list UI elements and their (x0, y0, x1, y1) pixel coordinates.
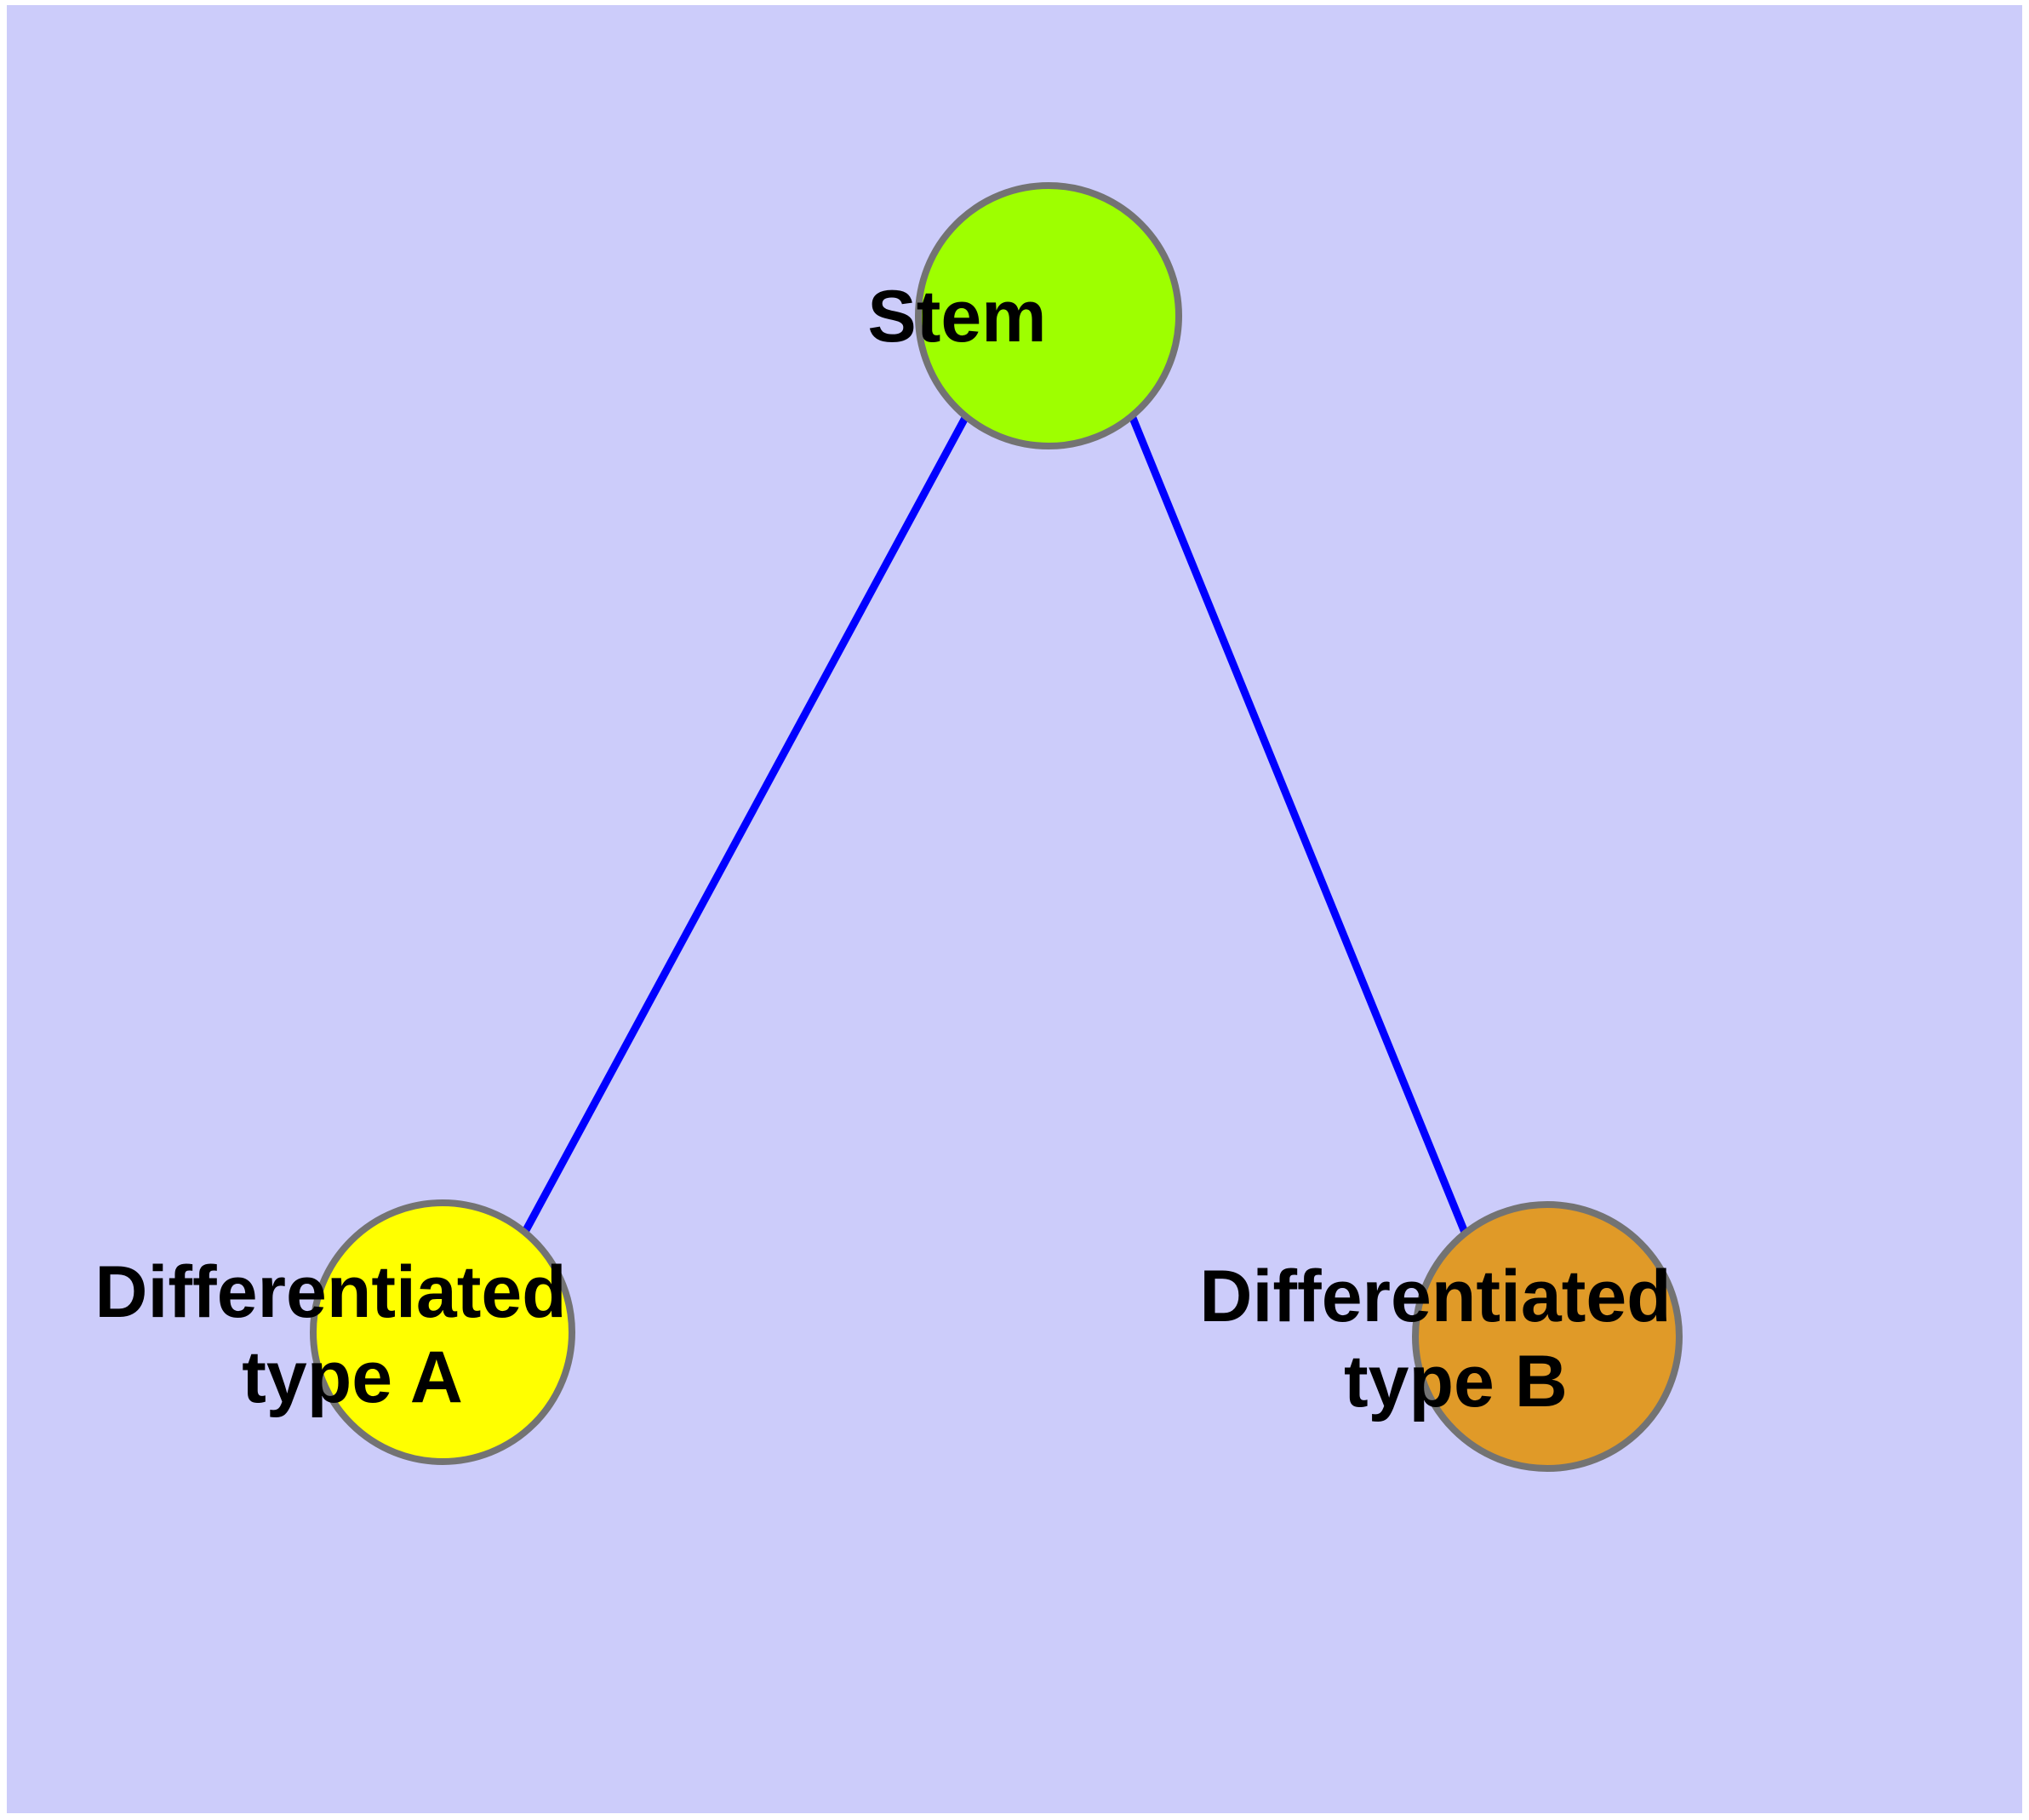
node-differentiated-type-b-label: Differentiated type B (1199, 1256, 1895, 1422)
node-differentiated-type-b[interactable]: Differentiated type B (1199, 1201, 1895, 1472)
edge-stem-to-differentiated-type-a[interactable] (522, 414, 969, 1234)
node-stem-label-line-1: Stem (867, 276, 1046, 358)
node-stem[interactable]: Stem (867, 182, 1229, 449)
node-differentiated-type-a-label-line-1: Differentiated (94, 1251, 566, 1333)
node-differentiated-type-b-label-line-2: type B (1344, 1341, 1568, 1422)
node-layer: Stem Differentiated type A Differentiate… (94, 182, 1895, 1472)
node-stem-circle[interactable] (915, 182, 1182, 449)
node-differentiated-type-a-label-line-2: type A (242, 1336, 461, 1418)
edge-stem-to-differentiated-type-b[interactable] (1129, 416, 1470, 1236)
node-stem-label: Stem (867, 276, 1229, 358)
node-differentiated-type-a-circle[interactable] (310, 1199, 575, 1465)
node-differentiated-type-b-circle[interactable] (1412, 1201, 1683, 1472)
edge-layer (522, 414, 1470, 1236)
node-differentiated-type-b-label-line-1: Differentiated (1199, 1256, 1671, 1337)
node-differentiated-type-a-label: Differentiated type A (94, 1251, 790, 1418)
node-differentiated-type-a[interactable]: Differentiated type A (94, 1199, 790, 1465)
